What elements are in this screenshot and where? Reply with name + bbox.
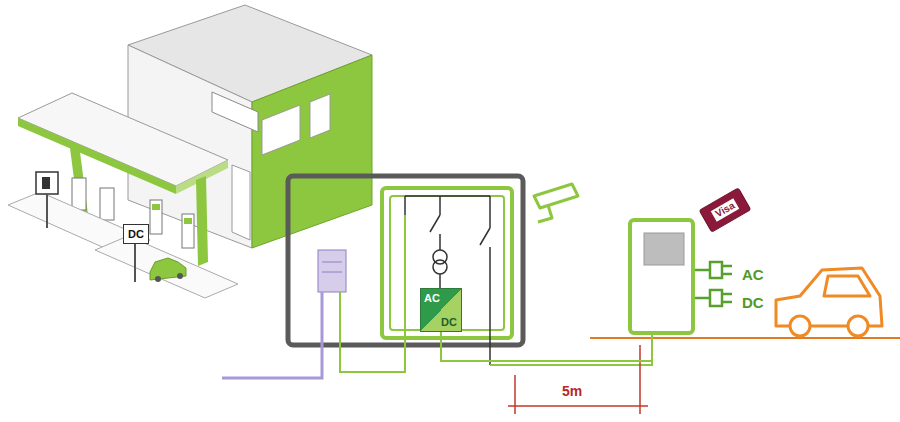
sign-board: DC <box>123 224 149 244</box>
ac-dc-converter: AC DC <box>420 288 462 332</box>
building-window <box>310 94 330 138</box>
dc-plug <box>695 290 732 306</box>
node-text: AC <box>742 267 764 282</box>
switch <box>480 196 490 365</box>
small-car <box>150 258 186 280</box>
shop-sign <box>212 92 258 132</box>
charging-post <box>150 200 162 234</box>
canopy-pillar <box>196 176 208 266</box>
charging-station: ACDC <box>628 218 695 335</box>
ground-line <box>590 337 900 339</box>
switch <box>405 196 440 250</box>
dimension-label: 5m <box>562 384 582 398</box>
payment-card: Visa <box>699 187 752 233</box>
building-window <box>262 105 300 155</box>
fuel-pump <box>72 178 86 210</box>
pavement <box>95 236 238 298</box>
building-door <box>232 165 250 240</box>
fuel-pump <box>100 188 114 220</box>
power-cable <box>441 332 652 361</box>
fuel-sign <box>36 172 58 194</box>
switchgear-box <box>382 188 512 338</box>
dimension <box>508 345 648 414</box>
meter-cabinet <box>318 250 346 292</box>
wire <box>340 215 405 372</box>
charger-screen <box>644 233 684 265</box>
transformer <box>433 260 447 274</box>
node-text: DC <box>128 229 144 240</box>
canopy-edge <box>18 118 176 194</box>
node-text: DC <box>742 295 764 310</box>
camera <box>534 184 578 222</box>
ac-plug <box>695 262 732 278</box>
electric-car <box>776 268 882 326</box>
node-text: Visa <box>711 198 740 222</box>
node-text: AC <box>424 293 440 304</box>
charging-post <box>182 214 194 248</box>
node-text: DC <box>441 317 457 328</box>
building-side <box>252 55 372 248</box>
grid-cable <box>222 292 322 378</box>
